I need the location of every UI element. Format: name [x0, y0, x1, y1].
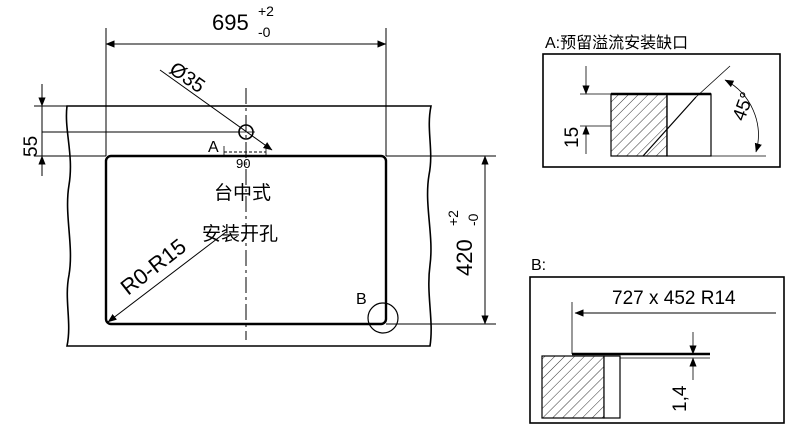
detail-b-size-label: 727 x 452 R14 — [612, 288, 736, 309]
detail-a-depth: 15 — [562, 127, 583, 148]
detail-a-angle-arc — [724, 79, 762, 153]
hole-diameter-label: Ø35 — [165, 58, 209, 98]
detail-b: B: 727 x 452 R14 1,4 — [529, 257, 785, 424]
countertop-outline — [65, 105, 432, 347]
detail-b-thickness: 1,4 — [670, 385, 691, 412]
detail-a-title: A:预留溢流安装缺口 — [545, 34, 688, 52]
detail-b-frame — [529, 276, 785, 424]
radius-leader-line — [107, 231, 227, 323]
height-dimension: 420 — [452, 239, 477, 276]
width-tolerance-upper: +2 — [258, 3, 274, 19]
detail-a-frame — [542, 53, 781, 168]
detail-b-title: B: — [531, 257, 546, 274]
detail-a: A:预留溢流安装缺口 15 45° — [542, 34, 781, 168]
radius-label: R0-R15 — [116, 234, 191, 300]
cutout-title-line1: 台中式 — [214, 182, 271, 204]
detail-b-marker-circle — [367, 302, 399, 334]
offset-55-label: 55 — [21, 136, 42, 157]
detail-a-marker: A — [208, 139, 219, 156]
height-tolerance-lower: -0 — [465, 213, 481, 226]
main-view: 695 +2 -0 420 +2 -0 55 90 A Ø35 R0-R15 台… — [21, 3, 496, 347]
hole-leader-line — [159, 69, 273, 151]
detail-b-hatched-block — [541, 355, 605, 419]
cutout-title-line2: 安装开孔 — [202, 223, 278, 245]
detail-a-hatched-block — [610, 93, 668, 157]
width-dimension: 695 — [212, 10, 249, 35]
offset-90-label: 90 — [236, 156, 250, 171]
width-tolerance-lower: -0 — [258, 24, 271, 40]
detail-b-marker: B — [356, 291, 367, 308]
detail-a-angle: 45° — [729, 90, 759, 124]
height-tolerance-upper: +2 — [445, 210, 461, 226]
